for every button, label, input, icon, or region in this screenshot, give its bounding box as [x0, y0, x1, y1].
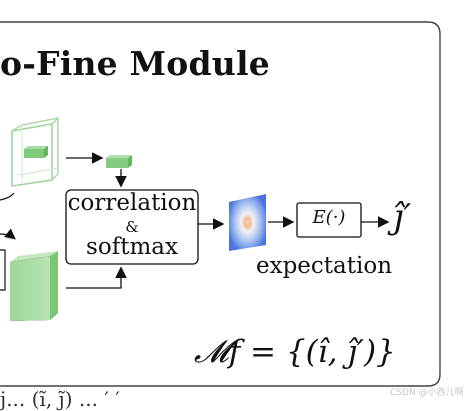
expectation-operator-label: E(·) [312, 207, 346, 228]
correlation-softmax-box [65, 189, 199, 265]
expectation-label: expectation [256, 253, 393, 279]
coarse-feature-block [10, 251, 58, 321]
ampersand-label: & [125, 218, 139, 236]
arrow-fragment-mid-left [0, 228, 16, 240]
arrow-block-to-correlation [66, 266, 127, 289]
module-title: o-Fine Module [0, 44, 270, 83]
expectation-box [296, 202, 362, 238]
softmax-label: softmax [86, 234, 178, 260]
match-set-formula: 𝓜f = {(î, ĵ′)} [194, 334, 396, 370]
module-frame [0, 21, 441, 387]
fine-feature-vector [106, 155, 132, 168]
frame-fragment-left [0, 249, 6, 291]
footer-formula-fragment: j... (ĩ, j̃) ... ′ ′ [0, 387, 120, 411]
arrow-fragment-top-left [0, 192, 15, 201]
correlation-label: correlation [67, 190, 197, 216]
heatmap-icon [229, 194, 266, 251]
fine-feature-window-cube [11, 116, 59, 187]
watermark: CSDN @小西儿啊 [390, 388, 464, 398]
output-symbol: ĵ′ [393, 197, 412, 237]
